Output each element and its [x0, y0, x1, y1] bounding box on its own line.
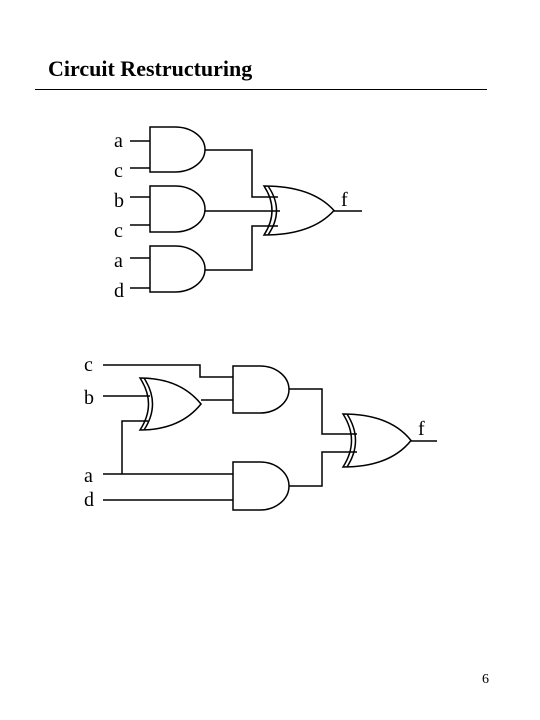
top-output-label: f — [341, 189, 348, 211]
bottom-or-gate-1 — [138, 377, 202, 431]
bottom-and-gate-1 — [232, 365, 290, 414]
bottom-input-label-4: d — [84, 489, 94, 511]
bottom-input-label-2: b — [84, 387, 94, 409]
bottom-or-gate-2-back-arc — [346, 413, 357, 468]
top-input-label-3: b — [114, 190, 124, 212]
bottom-input-label-1: c — [84, 354, 93, 376]
bottom-and-to-or-wires — [289, 388, 357, 487]
circuit-bottom: c b a d f — [84, 354, 437, 511]
slide-title: Circuit Restructuring — [48, 56, 253, 81]
top-input-label-4: c — [114, 220, 123, 242]
bottom-input-label-3: a — [84, 465, 93, 487]
bottom-or-gate-1-back-arc — [143, 377, 154, 431]
top-input-wires — [130, 140, 150, 289]
title-underline — [35, 89, 487, 90]
top-and-gate-2 — [149, 185, 206, 233]
bottom-and-gate-2 — [232, 461, 290, 511]
bottom-or-input-wires — [103, 395, 150, 474]
top-or-gate — [262, 185, 336, 236]
top-or-gate-back-arc — [267, 185, 278, 236]
top-and-gate-3 — [149, 245, 206, 293]
bottom-c-wire — [103, 364, 233, 378]
top-input-label-2: c — [114, 160, 123, 182]
top-and-to-or-wires — [205, 149, 280, 271]
top-and-gate-1 — [149, 126, 206, 173]
bottom-or-gate-2 — [341, 413, 412, 468]
top-input-label-1: a — [114, 130, 123, 152]
page-number: 6 — [482, 672, 489, 687]
bottom-output-label: f — [418, 418, 425, 440]
circuit-top: a c b c a d f — [114, 126, 362, 302]
top-input-label-6: d — [114, 280, 124, 302]
top-input-label-5: a — [114, 250, 123, 272]
bottom-a-d-wires — [103, 473, 233, 501]
